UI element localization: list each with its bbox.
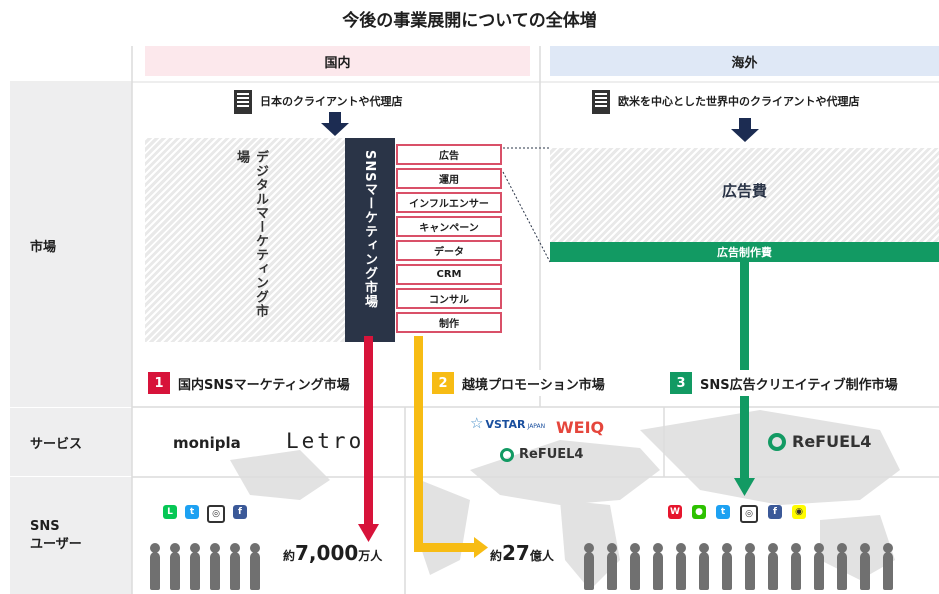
category-box: データ [396,240,502,261]
ad-spend-label: 広告費 [721,182,767,200]
refuel4-logo-overseas: ReFUEL4 [768,432,871,451]
market-tag-creative: 3 SNS広告クリエイティブ制作市場 [670,370,902,396]
twitter-icon: t [185,505,199,519]
market-number-badge: 2 [432,372,454,394]
sns-marketing-market-area [345,138,395,342]
row-label-market: 市場 [10,83,132,407]
refuel-icon [768,432,786,451]
market-number-badge: 3 [670,372,692,394]
category-box: CRM [396,264,502,285]
facebook-icon: f [233,505,247,519]
category-box: 運用 [396,168,502,189]
market-label: 国内SNSマーケティング市場 [178,377,350,393]
market-label: SNS広告クリエイティブ制作市場 [700,377,898,393]
overseas-client: 欧米を中心とした世界中のクライアントや代理店 [590,88,860,114]
person-icon [250,543,260,590]
category-box: コンサル [396,288,502,309]
world-map-silhouette [230,410,900,590]
market-tag-crossborder: 2 越境プロモーション市場 [432,370,611,396]
market-label: 越境プロモーション市場 [462,377,605,393]
sns-icons-domestic: L t ◎ f [163,505,247,523]
person-icon [814,543,824,590]
digital-marketing-market-area [145,138,345,342]
building-icon [592,90,610,114]
person-icon [699,543,709,590]
category-box: 広告 [396,144,502,165]
instagram-icon: ◎ [740,505,758,523]
flow-arrow-domestic [358,336,379,542]
person-icon [210,543,220,590]
person-icon [230,543,240,590]
person-icon [190,543,200,590]
twitter-icon: t [716,505,730,519]
operation-connector-line [502,171,551,263]
category-box: インフルエンサー [396,192,502,213]
row-label-sns-users-line1: SNS [30,518,60,534]
person-icon [883,543,893,590]
people-silhouettes-overseas [584,543,893,590]
ad-production-bar: 広告制作費 [550,242,939,262]
person-icon [653,543,663,590]
monipla-logo: monipla [173,434,241,452]
wechat-icon: ● [692,505,706,519]
person-icon [150,543,160,590]
sns-marketing-market-label: SNSマーケティング市場 [362,150,377,309]
weibo-icon: W [668,505,682,519]
arrow-down-icon [731,118,759,142]
vstar-logo: ☆ VSTAR JAPAN [470,414,546,432]
person-icon [860,543,870,590]
person-icon [584,543,594,590]
snapchat-icon: ◉ [792,505,806,519]
row-label-sns-users-line2: ユーザー [30,536,82,552]
person-icon [768,543,778,590]
market-number-badge: 1 [148,372,170,394]
person-icon [837,543,847,590]
refuel4-logo: ReFUEL4 [500,447,583,462]
person-icon [745,543,755,590]
digital-marketing-market-label: デジタルマーケティング市場 [234,150,268,318]
row-label-sns-users: SNS ユーザー [10,477,132,594]
domestic-user-count: 約7,000万人 [283,541,383,565]
row-label-service: サービス [10,408,132,476]
weiq-logo: WEIQ [556,418,605,437]
person-icon [791,543,801,590]
sns-icons-overseas: W ● t ◎ f ◉ [668,505,806,523]
crossborder-user-count: 約27億人 [490,541,554,565]
diagram-title: 今後の事業展開についての全体増 [342,11,597,31]
arrow-down-icon [321,112,349,136]
person-icon [630,543,640,590]
market-tag-domestic-sns: 1 国内SNSマーケティング市場 [148,370,356,396]
flow-arrow-crossborder [414,336,488,558]
star-icon: ☆ [470,414,484,432]
ad-spend-area [550,148,939,242]
category-box: キャンペーン [396,216,502,237]
domestic-client: 日本のクライアントや代理店 [232,88,403,114]
category-box: 制作 [396,312,502,333]
domestic-client-label: 日本のクライアントや代理店 [260,95,403,108]
letro-logo: Letro [286,429,365,453]
building-icon [234,90,252,114]
person-icon [676,543,686,590]
column-header-domestic: 国内 [145,46,530,76]
line-icon: L [163,505,177,519]
person-icon [607,543,617,590]
facebook-icon: f [768,505,782,519]
overseas-client-label: 欧米を中心とした世界中のクライアントや代理店 [618,95,860,108]
person-icon [170,543,180,590]
people-silhouettes-domestic [150,543,260,590]
person-icon [722,543,732,590]
refuel-icon [500,447,514,462]
instagram-icon: ◎ [207,505,225,523]
column-header-overseas: 海外 [550,46,939,76]
